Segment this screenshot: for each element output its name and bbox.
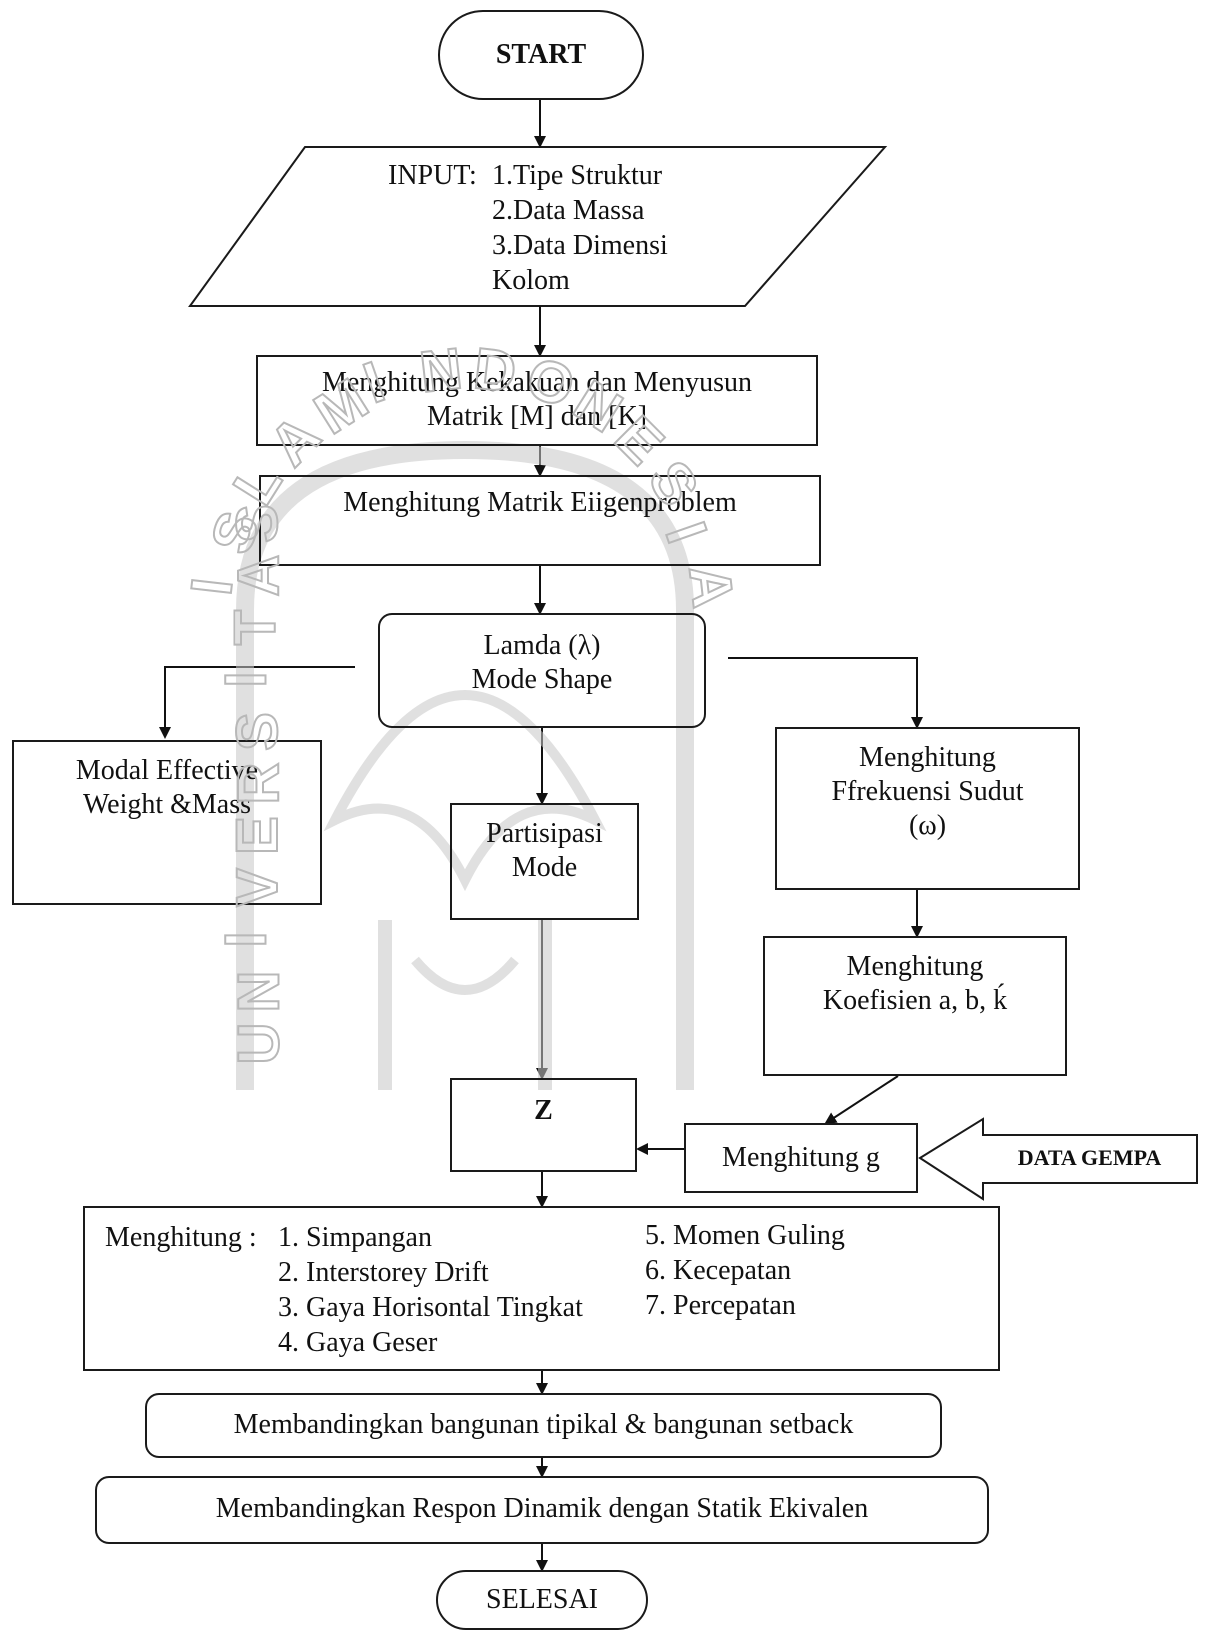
end-terminal: SELESAI: [436, 1570, 648, 1630]
watermark-letter: U: [225, 1022, 292, 1066]
watermark-letter: R: [225, 762, 292, 806]
compare2-label: Membandingkan Respon Dinamik dengan Stat…: [215, 1493, 869, 1524]
modal-effective-box: Modal Effective Weight &Mass: [12, 740, 322, 905]
participation-mode-box: Partisipasi Mode: [450, 803, 639, 920]
watermark-letter: D: [470, 334, 521, 405]
results-label: Menghitung :: [105, 1222, 257, 1253]
eigenproblem-label: Menghitung Matrik Eiigenproblem: [343, 487, 737, 518]
g-box: Menghitung g: [684, 1123, 918, 1193]
participation-line-2: Mode: [511, 852, 578, 883]
frequency-line-1: Menghitung: [859, 742, 996, 773]
arrow-lamda-frequency: [728, 657, 923, 729]
participation-line-1: Partisipasi: [486, 818, 603, 849]
coefficient-line-2: Koefisien a, b, ḱ: [822, 985, 1008, 1016]
z-label: Z: [534, 1095, 553, 1126]
results-item-4: 4. Gaya Geser: [278, 1327, 438, 1358]
stiffness-process: Menghitung Kekakuan dan Menyusun Matrik …: [256, 355, 818, 446]
arrow-coef-g: [824, 1075, 899, 1125]
watermark-letter: I: [213, 930, 280, 948]
frequency-line-2: Ffrekuensi Sudut: [831, 776, 1024, 807]
results-item-6: 6. Kecepatan: [645, 1255, 792, 1286]
start-terminal: START: [438, 10, 644, 100]
results-item-1: 1. Simpangan: [278, 1222, 432, 1253]
modal-line-1: Modal Effective: [75, 755, 259, 786]
lamda-line-2: Mode Shape: [471, 664, 613, 695]
coefficient-box: Menghitung Koefisien a, b, ḱ: [763, 936, 1067, 1076]
watermark-letter: A: [676, 561, 747, 612]
input-item-1: 1.Tipe Struktur: [492, 160, 663, 191]
input-label: INPUT:: [388, 160, 477, 191]
frequency-box: Menghitung Ffrekuensi Sudut (ω): [775, 727, 1080, 890]
results-item-3: 3. Gaya Horisontal Tingkat: [278, 1292, 583, 1323]
watermark-letter: E: [224, 815, 291, 856]
stiffness-line-1: Menghitung Kekakuan dan Menyusun: [321, 367, 753, 398]
input-item-3: 3.Data Dimensi: [492, 230, 668, 261]
g-label: Menghitung g: [722, 1142, 880, 1173]
input-parallelogram: [188, 146, 888, 307]
watermark-letter: N: [225, 970, 292, 1014]
end-label: SELESAI: [486, 1584, 598, 1615]
watermark-letter: S: [224, 503, 291, 544]
data-gempa-arrow-shape: [918, 1117, 1198, 1201]
lamda-mode-shape: Lamda (λ) Mode Shape: [378, 613, 706, 728]
stiffness-line-2: Matrik [M] dan [K]: [426, 401, 648, 432]
results-item-5: 5. Momen Guling: [645, 1220, 845, 1251]
modal-line-2: Weight &Mass: [82, 789, 252, 820]
compare-typical-setback: Membandingkan bangunan tipikal & banguna…: [145, 1393, 942, 1458]
compare-dynamic-static: Membandingkan Respon Dinamik dengan Stat…: [95, 1476, 989, 1544]
results-item-2: 2. Interstorey Drift: [278, 1257, 489, 1288]
start-label: START: [495, 39, 587, 70]
watermark-letter: A: [225, 554, 292, 598]
input-item-2: 2.Data Massa: [492, 195, 645, 226]
results-item-7: 7. Percepatan: [645, 1290, 796, 1321]
watermark-letter: T: [222, 609, 289, 646]
compare1-label: Membandingkan bangunan tipikal & banguna…: [233, 1409, 854, 1440]
frequency-line-3: (ω): [908, 810, 947, 841]
watermark-letter: V: [224, 867, 291, 908]
input-item-4: Kolom: [492, 265, 570, 296]
z-box: Z: [450, 1078, 637, 1172]
data-gempa-label: DATA GEMPA: [1017, 1145, 1162, 1170]
results-box: Menghitung : 1. Simpangan 2. Interstorey…: [83, 1206, 1000, 1371]
coefficient-line-1: Menghitung: [846, 951, 984, 982]
watermark-letter: S: [224, 711, 291, 752]
watermark-letter: I: [213, 670, 280, 688]
eigenproblem-process: Menghitung Matrik Eiigenproblem: [259, 475, 821, 566]
watermark-letter: N: [415, 334, 466, 405]
lamda-line-1: Lamda (λ): [483, 630, 601, 661]
